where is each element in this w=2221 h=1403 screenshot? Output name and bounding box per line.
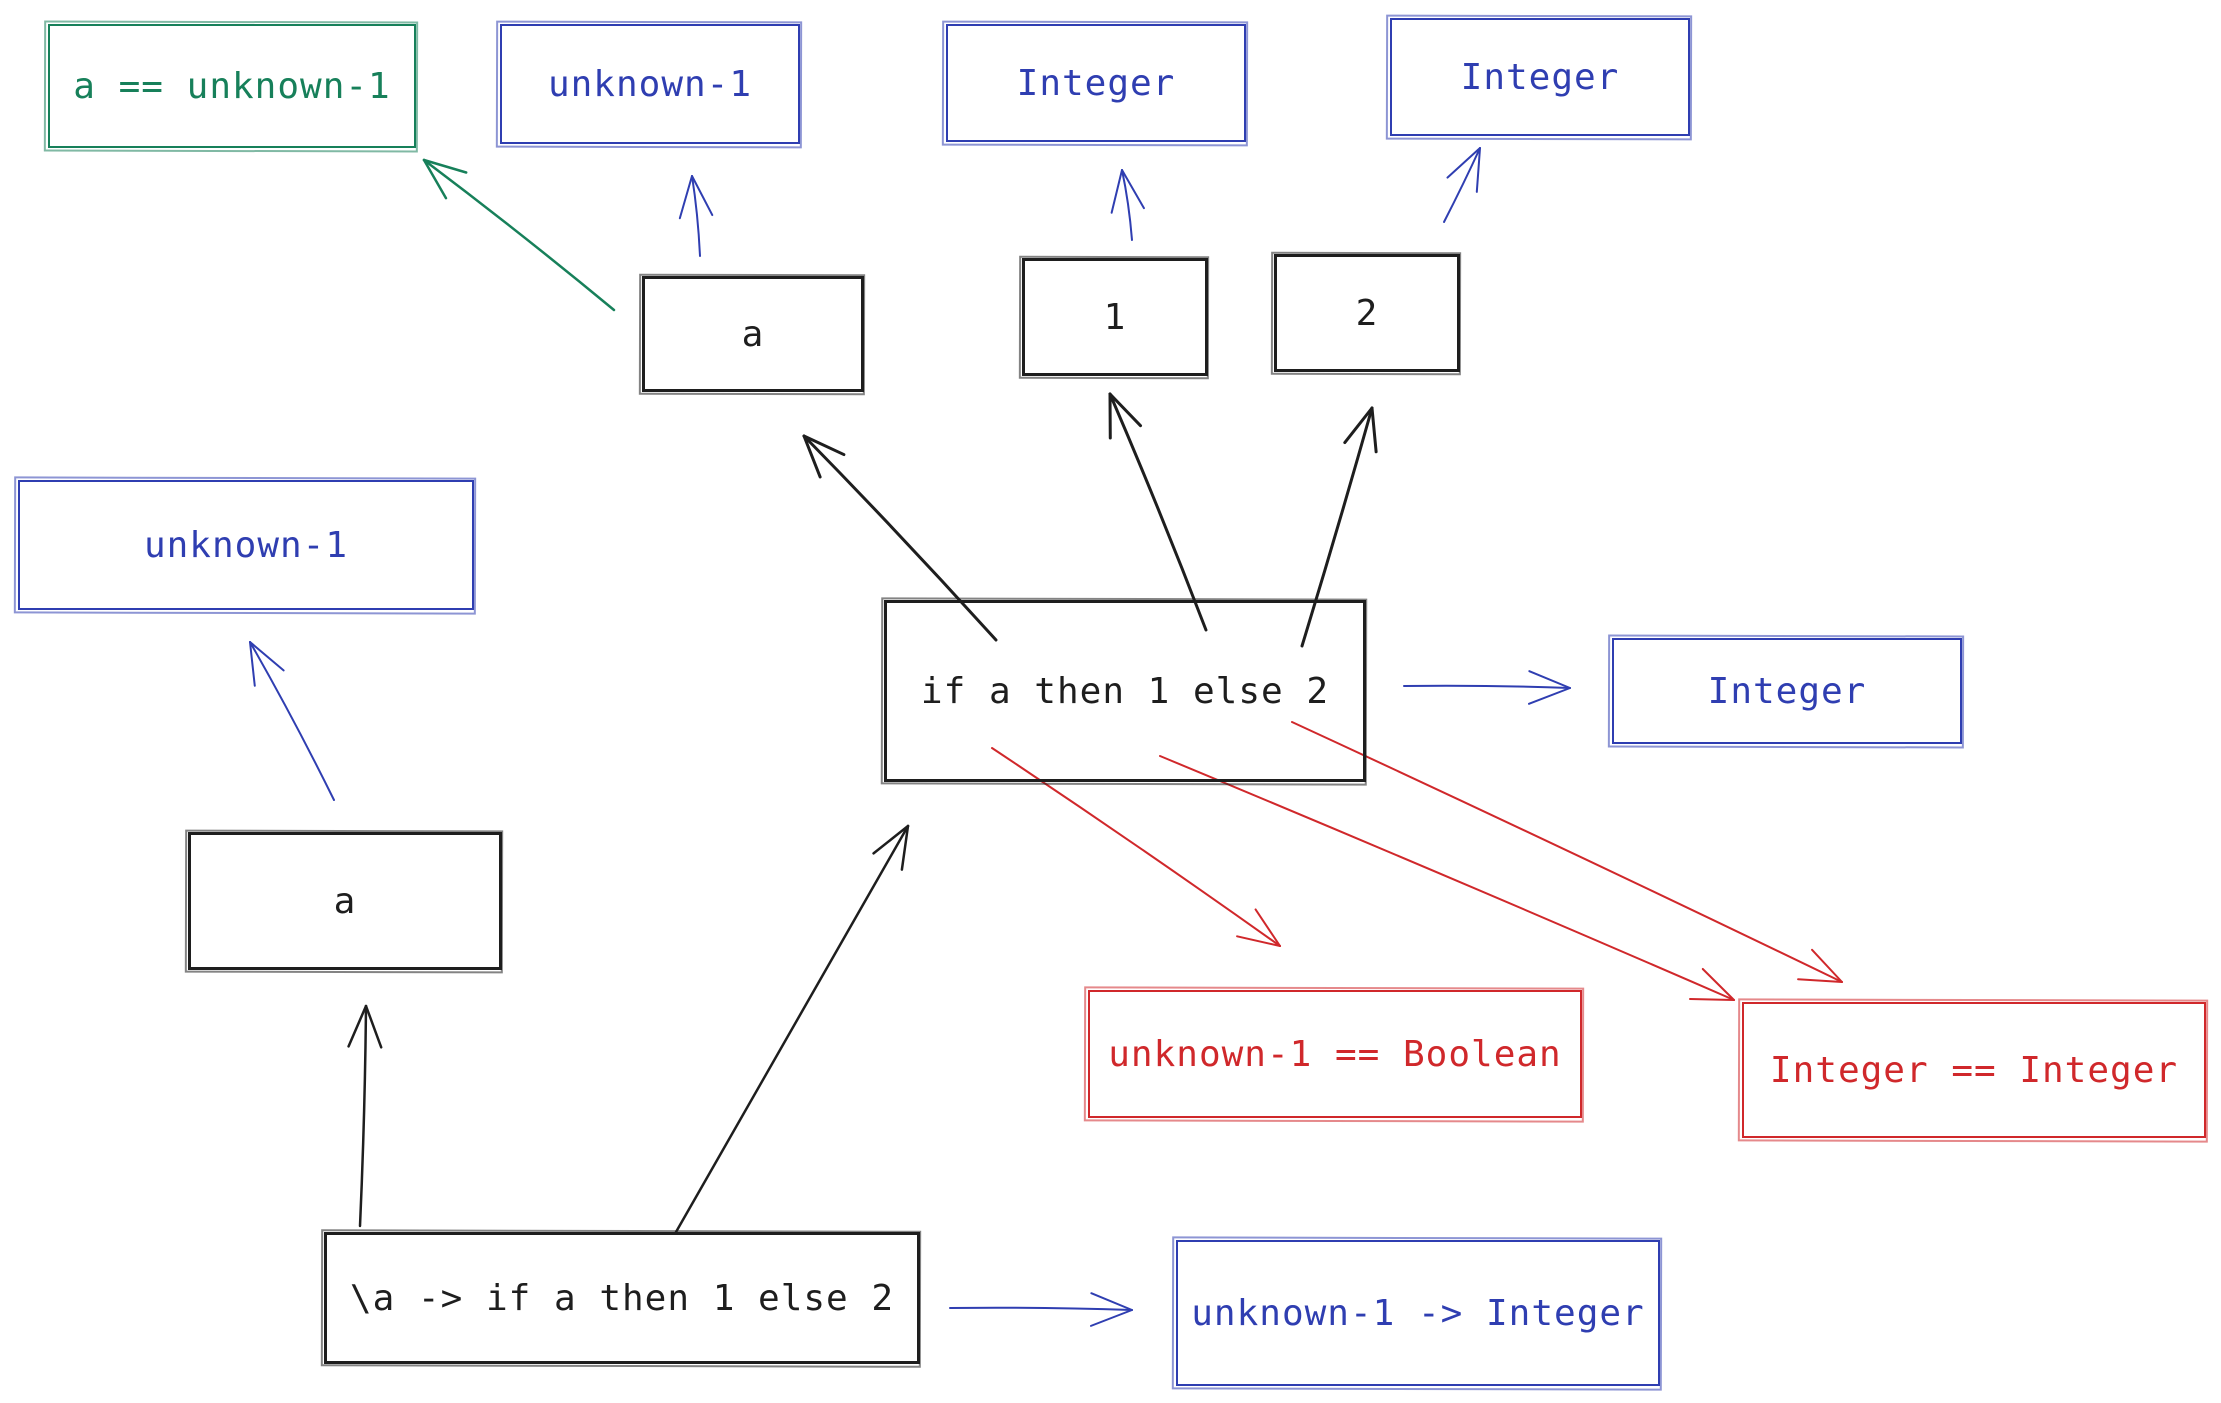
arrow-if-to-1	[1108, 392, 1208, 632]
expr-label: a	[333, 880, 357, 922]
arrow-lambda-to-type	[949, 1292, 1133, 1327]
arrow-lambda-to-if	[674, 824, 910, 1234]
arrow-a-to-binding	[422, 158, 616, 312]
type-label: Integer	[1707, 670, 1867, 712]
type-box-integer-1: Integer	[946, 24, 1246, 142]
type-label: unknown-1	[143, 524, 349, 566]
expr-box-literal-1: 1	[1022, 258, 1208, 376]
constraint-box-integer-integer: Integer == Integer	[1742, 1002, 2206, 1138]
arrow-a-to-unknown	[678, 175, 714, 257]
expr-box-if-then-else: if a then 1 else 2	[884, 600, 1366, 782]
type-label: Integer	[1460, 56, 1620, 98]
expr-label: \a -> if a then 1 else 2	[349, 1277, 895, 1319]
expr-box-var-a-top: a	[642, 276, 864, 392]
type-box-unknown-left: unknown-1	[18, 480, 474, 610]
arrow-if-to-int-2	[1291, 721, 1843, 983]
arrow-1-to-integer	[1110, 169, 1145, 241]
type-box-lambda-type: unknown-1 -> Integer	[1176, 1240, 1660, 1386]
type-box-integer-2: Integer	[1390, 18, 1690, 136]
arrow-if-to-integer	[1403, 670, 1571, 705]
expr-label: a	[741, 313, 765, 355]
binding-box-a-equals-unknown: a == unknown-1	[48, 24, 416, 148]
arrow-if-to-int-1	[1159, 755, 1735, 1001]
expr-label: 2	[1355, 292, 1379, 334]
expr-box-var-a-left: a	[188, 832, 502, 970]
expr-box-literal-2: 2	[1274, 254, 1460, 372]
expr-label: if a then 1 else 2	[920, 670, 1330, 712]
expr-label: 1	[1103, 296, 1127, 338]
arrow-2-to-integer	[1443, 147, 1481, 223]
type-label: Integer	[1016, 62, 1176, 104]
expr-box-lambda: \a -> if a then 1 else 2	[324, 1232, 920, 1364]
type-label: unknown-1 -> Integer	[1191, 1292, 1645, 1334]
binding-label: a == unknown-1	[73, 65, 391, 107]
constraint-label: unknown-1 == Boolean	[1108, 1033, 1562, 1075]
type-box-unknown-top: unknown-1	[500, 24, 800, 144]
arrow-a-to-unknown-left	[249, 641, 335, 801]
arrow-lambda-to-a	[347, 1004, 383, 1228]
constraint-label: Integer == Integer	[1769, 1049, 2179, 1091]
type-box-integer-right: Integer	[1612, 638, 1962, 744]
constraint-box-unknown-boolean: unknown-1 == Boolean	[1088, 990, 1582, 1118]
type-label: unknown-1	[547, 63, 753, 105]
